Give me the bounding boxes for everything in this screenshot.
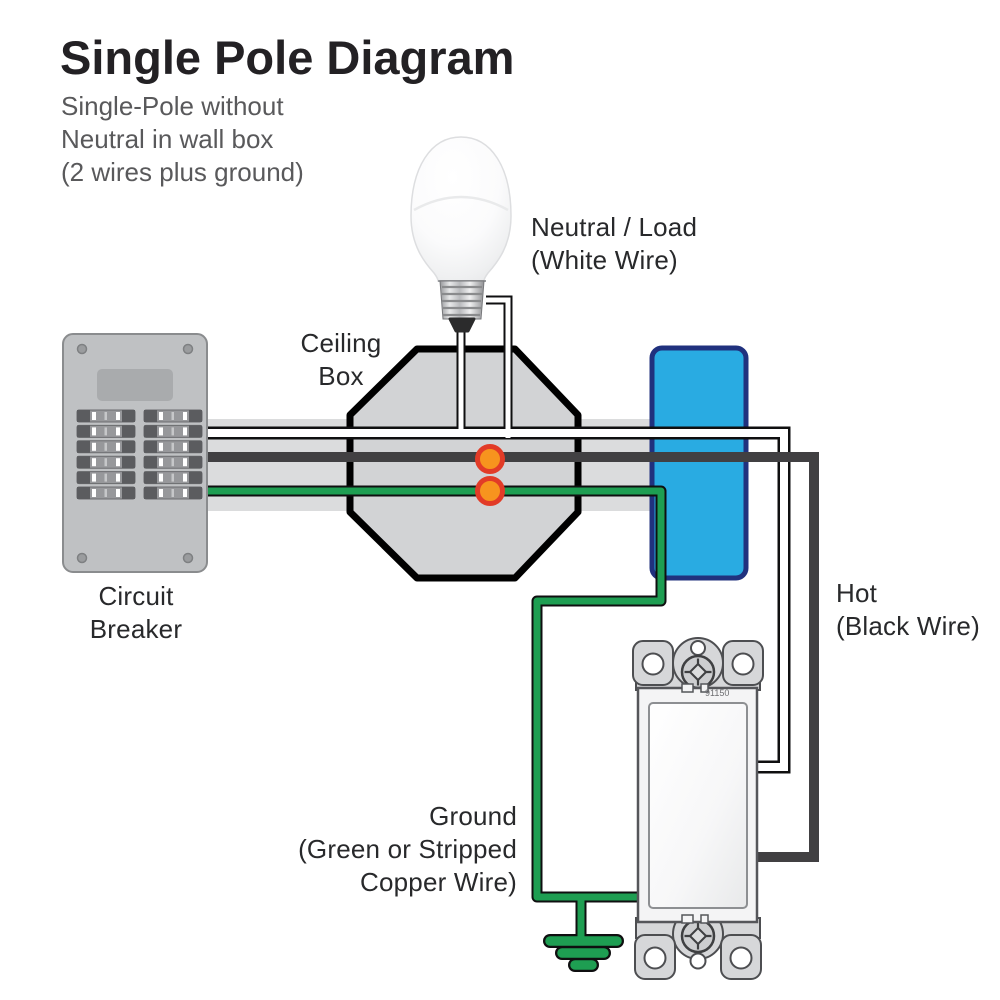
wire-nut <box>475 476 505 506</box>
panel-screw <box>76 343 88 355</box>
label-ground: Ground (Green or Stripped Copper Wire) <box>255 800 517 899</box>
panel-label-plate <box>97 369 173 401</box>
label-circuit-breaker: Circuit Breaker <box>55 580 217 646</box>
switch-model-number: 91150 <box>705 688 729 698</box>
switch-paddle <box>648 702 748 909</box>
label-line: Hot <box>836 578 878 608</box>
panel-screw <box>76 552 88 564</box>
subtitle-line: Neutral in wall box <box>61 124 274 154</box>
page-title: Single Pole Diagram <box>60 31 515 84</box>
label-ceiling-box: Ceiling Box <box>276 327 406 393</box>
neutral-wire <box>203 295 791 774</box>
label-line: Ceiling <box>300 328 382 358</box>
label-line: Box <box>318 361 364 391</box>
mounting-screw <box>680 918 716 954</box>
mounting-ear <box>722 640 764 686</box>
page-subtitle: Single-Pole without Neutral in wall box … <box>61 90 304 189</box>
light-switch: 91150 <box>632 637 764 980</box>
ceiling-box <box>346 345 582 582</box>
subtitle-line: Single-Pole without <box>61 91 284 121</box>
wall-box <box>649 345 749 581</box>
mounting-screw <box>680 654 716 690</box>
label-line: (Black Wire) <box>836 611 980 641</box>
label-line: (Green or Stripped <box>298 834 517 864</box>
label-line: Circuit <box>98 581 174 611</box>
label-hot: Hot (Black Wire) <box>836 577 980 643</box>
bulb-glass <box>410 136 512 282</box>
label-line: Breaker <box>89 614 183 644</box>
label-line: (White Wire) <box>531 245 678 275</box>
light-bulb <box>410 136 512 333</box>
hot-wire <box>203 452 819 862</box>
label-neutral-load: Neutral / Load (White Wire) <box>531 211 697 277</box>
circuit-breaker-panel <box>62 333 208 573</box>
mounting-ear <box>632 640 674 686</box>
label-line: Copper Wire) <box>360 867 517 897</box>
panel-screw <box>182 343 194 355</box>
wire-nut <box>475 444 505 474</box>
subtitle-line: (2 wires plus ground) <box>61 157 304 187</box>
mounting-ear <box>634 934 676 980</box>
mounting-ear <box>720 934 762 980</box>
label-line: Ground <box>429 801 517 831</box>
label-line: Neutral / Load <box>531 212 698 242</box>
wire-nuts <box>475 444 505 506</box>
ground-wire <box>203 485 667 972</box>
panel-screw <box>182 552 194 564</box>
bulb-tip <box>448 317 476 333</box>
